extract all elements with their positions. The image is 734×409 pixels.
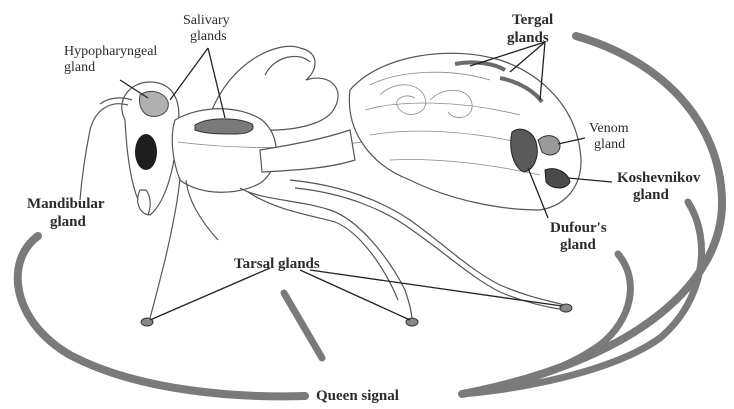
bee-antenna bbox=[80, 104, 128, 200]
label-dufour-line1: Dufour's bbox=[550, 220, 607, 236]
label-venom-line2: gland bbox=[594, 137, 625, 152]
label-mandibular-line1: Mandibular bbox=[27, 196, 105, 212]
label-salivary-line1: Salivary bbox=[183, 13, 230, 28]
bee-mandible bbox=[138, 190, 151, 215]
mandibular-gland-shape bbox=[135, 134, 157, 170]
label-queen-signal: Queen signal bbox=[316, 388, 399, 404]
label-hypopharyngeal-line1: Hypopharyngeal bbox=[64, 44, 157, 59]
label-salivary-line2: glands bbox=[190, 29, 227, 44]
tarsus-hind bbox=[560, 304, 572, 312]
arc-dufour bbox=[462, 254, 630, 394]
arc-tarsal bbox=[284, 293, 322, 358]
leader-salivary-1 bbox=[170, 48, 208, 100]
label-tergal-line2: glands bbox=[507, 30, 549, 46]
salivary-gland-shape bbox=[195, 119, 253, 134]
leader-tarsal-2 bbox=[300, 270, 410, 320]
label-hypopharyngeal-line2: gland bbox=[64, 60, 95, 75]
label-tarsal-glands: Tarsal glands bbox=[234, 256, 320, 272]
bee-abdomen bbox=[349, 53, 581, 210]
label-mandibular-line2: gland bbox=[50, 214, 87, 230]
label-koshevnikov-line2: gland bbox=[633, 187, 670, 203]
label-koshevnikov-line1: Koshevnikov bbox=[617, 170, 701, 186]
leader-tergal-2 bbox=[510, 42, 545, 72]
label-dufour-line2: gland bbox=[560, 237, 597, 253]
label-tergal-line1: Tergal bbox=[512, 12, 553, 28]
leader-tarsal-1 bbox=[150, 268, 270, 320]
label-venom-line1: Venom bbox=[589, 121, 629, 136]
leader-tarsal-3 bbox=[310, 270, 562, 306]
bee-leg-middle bbox=[240, 188, 412, 320]
